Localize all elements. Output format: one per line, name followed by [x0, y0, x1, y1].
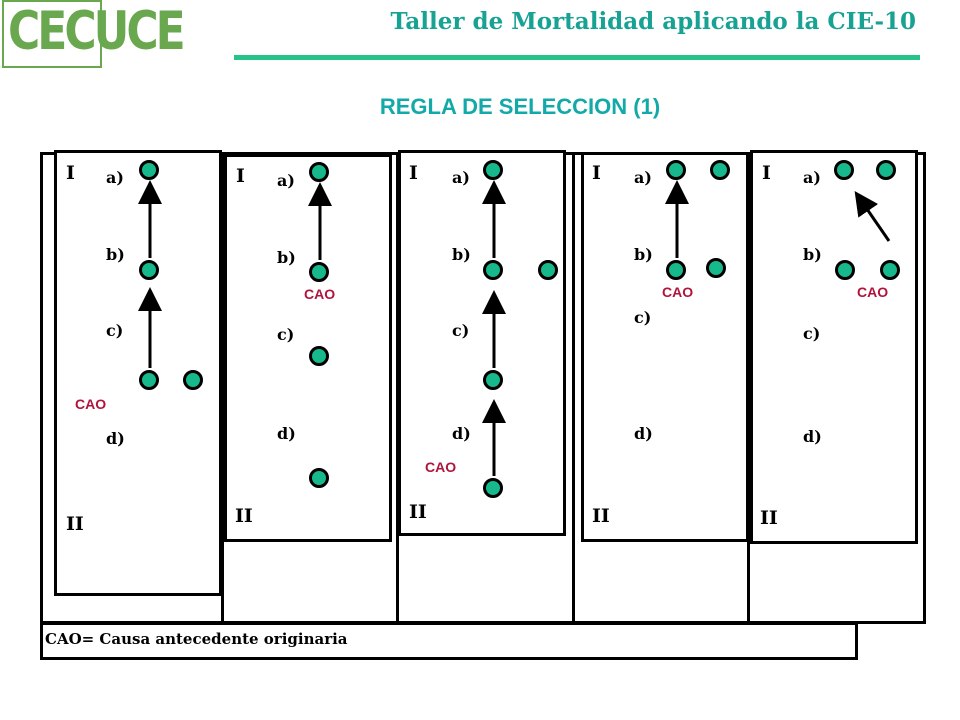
cause-dot: [834, 160, 854, 180]
line-b-label: b): [803, 245, 822, 264]
cause-dot: [483, 260, 503, 280]
cause-dot: [483, 478, 503, 498]
legend-text: CAO= Causa antecedente originaria: [45, 630, 348, 648]
cao-label: CAO: [75, 396, 107, 412]
cause-dot: [880, 260, 900, 280]
certificate-panel-5: [750, 150, 918, 544]
cecuce-logo: CECUCE: [2, 0, 186, 68]
cause-dot: [309, 162, 329, 182]
cause-dot: [835, 260, 855, 280]
column-divider: [396, 152, 399, 624]
cause-dot: [666, 160, 686, 180]
line-a-label: a): [634, 168, 652, 187]
part-one-label: I: [66, 162, 75, 184]
line-c-label: c): [634, 308, 652, 327]
line-d-label: d): [634, 424, 653, 443]
line-a-label: a): [803, 168, 821, 187]
line-d-label: d): [452, 424, 471, 443]
certificate-panel-3: [398, 150, 566, 536]
title-underline: [234, 55, 920, 60]
cao-label: CAO: [857, 284, 889, 300]
cause-dot: [706, 258, 726, 278]
line-c-label: c): [277, 325, 295, 344]
line-b-label: b): [452, 245, 471, 264]
line-d-label: d): [277, 424, 296, 443]
cause-dot: [139, 370, 159, 390]
cause-dot: [666, 260, 686, 280]
cao-label: CAO: [662, 284, 694, 300]
line-d-label: d): [803, 427, 822, 446]
line-b-label: b): [106, 245, 125, 264]
certificate-panel-2: [224, 154, 392, 542]
part-one-label: I: [592, 162, 601, 184]
certificate-panel-4: [581, 152, 749, 542]
cause-dot: [139, 260, 159, 280]
arrow-diagonal: [854, 191, 891, 242]
rule-title: REGLA DE SELECCION (1): [379, 94, 661, 119]
cao-label: CAO: [425, 459, 457, 475]
line-a-label: a): [277, 171, 295, 190]
cause-dot: [309, 262, 329, 282]
part-one-label: I: [236, 165, 245, 187]
part-two-label: II: [66, 513, 84, 535]
part-two-label: II: [409, 501, 427, 523]
cao-label: CAO: [304, 286, 336, 302]
part-two-label: II: [592, 505, 610, 527]
part-one-label: I: [409, 162, 418, 184]
cause-dot: [876, 160, 896, 180]
page-title: Taller de Mortalidad aplicando la CIE-10: [390, 8, 916, 35]
cause-dot: [309, 468, 329, 488]
line-a-label: a): [106, 168, 124, 187]
line-b-label: b): [277, 248, 296, 267]
cause-dot: [139, 160, 159, 180]
line-c-label: c): [452, 321, 470, 340]
line-c-label: c): [106, 321, 124, 340]
cause-dot: [183, 370, 203, 390]
line-c-label: c): [803, 324, 821, 343]
cause-dot: [483, 160, 503, 180]
line-b-label: b): [634, 245, 653, 264]
part-one-label: I: [762, 162, 771, 184]
legend-box: CAO= Causa antecedente originaria: [40, 622, 858, 660]
line-d-label: d): [106, 429, 125, 448]
line-a-label: a): [452, 168, 470, 187]
cause-dot: [309, 346, 329, 366]
column-divider: [221, 152, 224, 624]
cause-dot: [538, 260, 558, 280]
cause-dot: [483, 370, 503, 390]
logo-text: CECUCE: [8, 0, 186, 62]
column-divider: [572, 152, 575, 624]
cause-dot: [710, 160, 730, 180]
part-two-label: II: [235, 505, 253, 527]
part-two-label: II: [760, 507, 778, 529]
